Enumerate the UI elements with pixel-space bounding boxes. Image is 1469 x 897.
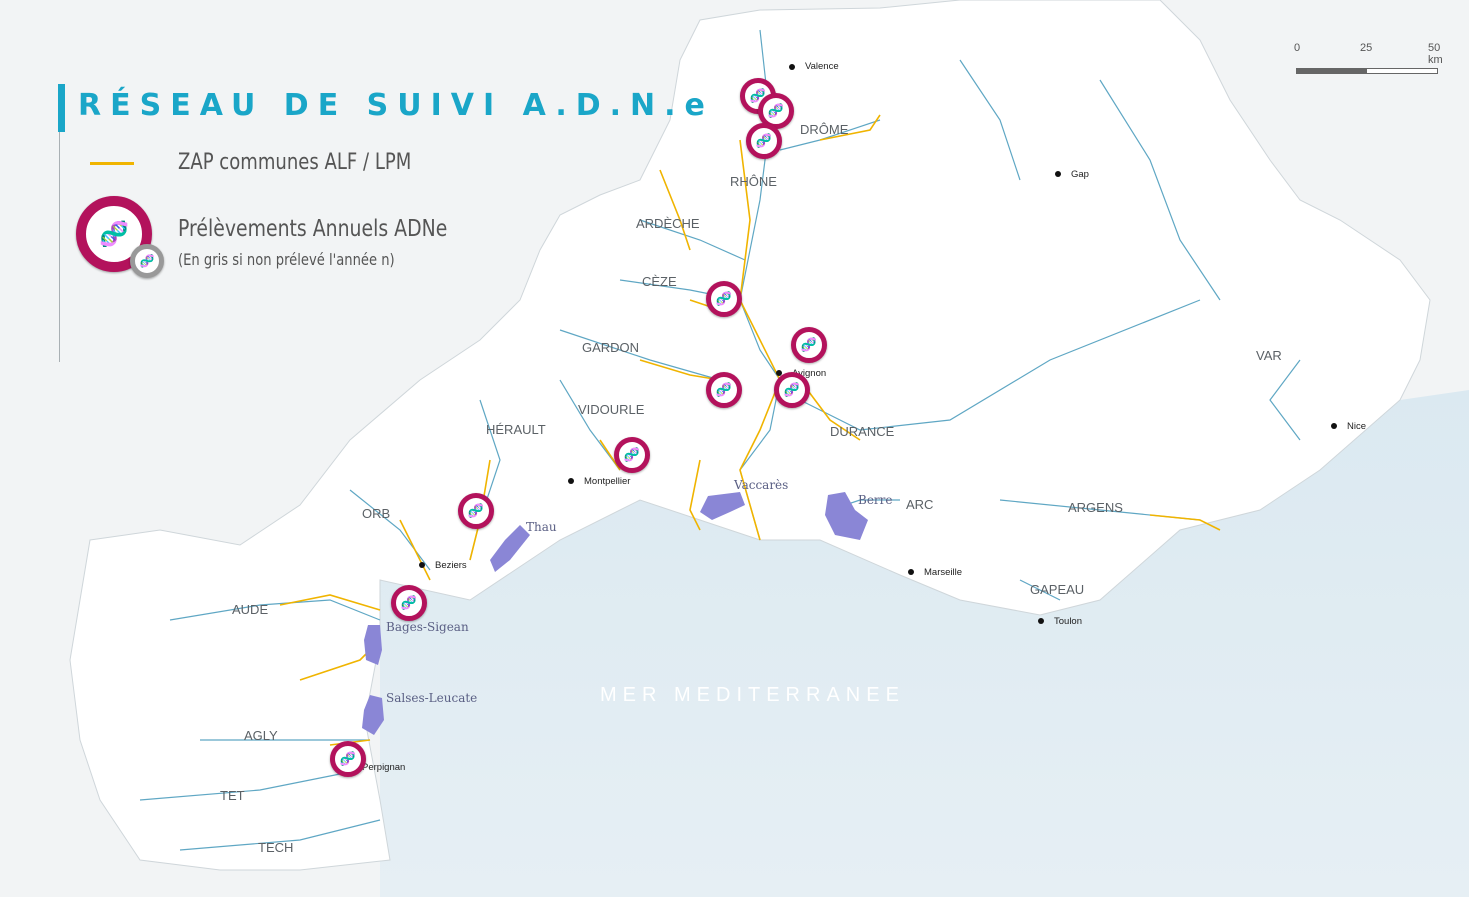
river-label: VAR [1256,348,1282,363]
sample-legend-label: Prélèvements Annuels ADNe [178,216,448,242]
city-dot [1331,423,1337,429]
river-label: HÉRAULT [486,422,546,437]
sampling-site-marker[interactable]: 🧬 [458,493,494,529]
city-dot [1038,618,1044,624]
sampling-site-marker[interactable]: 🧬 [614,437,650,473]
sample-marker-icon: 🧬 [76,196,152,272]
river-label: ARGENS [1068,500,1123,515]
city-dot [1055,171,1061,177]
lake-label: Salses-Leucate [386,691,478,705]
lake-label: Vaccarès [734,478,789,492]
city-label: Perpignan [362,762,406,773]
river-label: TECH [258,840,294,855]
river-label: AGLY [244,728,278,743]
sea-area [380,390,1469,897]
scale-bar-dark [1296,68,1366,74]
city-dot [419,562,425,568]
lake-label: Thau [526,520,557,534]
sampling-site-marker[interactable]: 🧬 [791,327,827,363]
lake-label: Bages-Sigean [386,620,469,634]
city-label: Beziers [435,560,467,571]
sea-label: MER MEDITERRANEE [600,684,905,706]
river-label: AUDE [232,602,269,617]
city-dot [908,569,914,575]
sampling-site-marker[interactable]: 🧬 [706,281,742,317]
river-label: VIDOURLE [578,402,645,417]
lagoons [362,492,868,735]
city-label: Gap [1071,169,1089,180]
river-label: DURANCE [830,424,895,439]
scale-label-0: 0 [1294,42,1301,54]
river-label: GAPEAU [1030,582,1085,597]
city-label: Valence [805,61,839,72]
zap-legend-label: ZAP communes ALF / LPM [178,150,412,175]
city-label: Toulon [1054,616,1082,627]
scale-bar: 0 25 50 km [1290,42,1450,82]
river-label: RHÔNE [730,174,777,189]
scale-label-25: 25 [1360,42,1373,54]
river-label: ARDÈCHE [636,216,700,231]
river-label: ORB [362,506,391,521]
sampling-site-marker[interactable]: 🧬 [774,372,810,408]
river-label: TET [220,788,245,803]
legend-title: RÉSEAU DE SUIVI A.D.N.e [78,88,714,123]
lake-label: Berre [858,493,893,507]
city-label: Marseille [924,567,963,578]
sampling-site-marker[interactable]: 🧬 [746,123,782,159]
river-label: CÈZE [642,274,677,289]
scale-label-50: 50 km [1428,42,1443,66]
sampling-site-marker[interactable]: 🧬 [330,741,366,777]
river-network [139,29,1301,851]
legend-accent-bar [58,84,65,132]
scale-bar-light [1366,68,1438,74]
city-label: Nice [1347,421,1367,432]
city-dot [568,478,574,484]
sampling-site-marker[interactable]: 🧬 [391,585,427,621]
city-dot [776,370,782,376]
zap-line-symbol [90,162,134,165]
river-label: ARC [906,497,934,512]
land-area [69,0,1431,871]
city-label: Avignon [792,368,827,379]
legend-rule [59,132,60,362]
sampling-site-marker[interactable]: 🧬 [706,372,742,408]
city-label: Montpellier [584,476,631,487]
river-label: DRÔME [800,122,849,137]
sample-legend-note: (En gris si non prélevé l'année n) [178,250,395,269]
river-label: GARDON [582,340,640,355]
unsampled-marker-icon: 🧬 [130,244,164,278]
city-dot [789,64,795,70]
legend: RÉSEAU DE SUIVI A.D.N.e ZAP communes ALF… [58,84,705,364]
